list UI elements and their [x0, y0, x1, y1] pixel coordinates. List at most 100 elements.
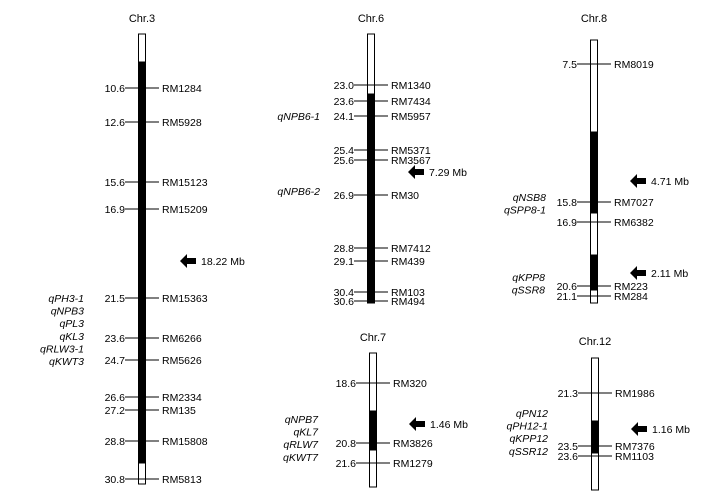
chr-3-qtl-label: qKWT3	[49, 356, 84, 368]
chr-6-marker-name: RM30	[391, 190, 419, 202]
chr-3-qtl-label: qPH3-1	[48, 293, 84, 305]
chr-6-title: Chr.6	[358, 13, 384, 25]
chr-8-marker-position: 15.8	[557, 197, 578, 209]
chr-3-marker-position: 30.8	[105, 474, 126, 486]
chr-8-qtl-label: qSSR8	[512, 285, 545, 297]
chr-3-marker-position: 10.6	[105, 83, 126, 95]
chr-8-arrow-icon	[630, 174, 646, 188]
chr-3-marker-name: RM15808	[162, 436, 208, 448]
chr-6-marker-position: 25.6	[334, 155, 355, 167]
chr-12-marker-name: RM7376	[615, 441, 655, 453]
chr-3-marker-name: RM5813	[162, 474, 202, 486]
chr-12-marker-position: 23.6	[558, 451, 579, 463]
chr-3-marker-position: 27.2	[105, 405, 126, 417]
chr-3-marker-name: RM15363	[162, 293, 208, 305]
chr-12-qtl-label: qKPP12	[509, 433, 548, 445]
chr-3-qtl-label: qNPB3	[51, 306, 84, 318]
chr-8-qtl-label: qNSB8	[513, 192, 546, 204]
chr-12-qtl-label: qSSR12	[509, 446, 548, 458]
chr-6-marker-name: RM439	[391, 256, 425, 268]
chr-8-marker-name: RM8019	[614, 59, 654, 71]
chr-8-qtl-region-1	[590, 131, 598, 214]
chr-3-title: Chr.3	[129, 13, 155, 25]
chr-3-marker-name: RM15123	[162, 177, 208, 189]
chr-7-title: Chr.7	[360, 332, 386, 344]
chr-7-qtl-label: qRLW7	[283, 439, 319, 451]
chr-8-marker-name: RM223	[614, 281, 648, 293]
chr-8-marker-position: 16.9	[557, 217, 578, 229]
chr-6-interval-size: 7.29 Mb	[429, 167, 467, 179]
chr-12-marker-position: 23.5	[558, 441, 579, 453]
chr-8-marker-name: RM7027	[614, 197, 654, 209]
chr-8-marker-name: RM6382	[614, 217, 654, 229]
chr-12-marker-position: 21.3	[558, 388, 579, 400]
chr-3-marker-position: 15.6	[105, 177, 126, 189]
chr-6-marker-name: RM494	[391, 296, 425, 308]
chr-6-marker-position: 26.9	[334, 190, 355, 202]
chr-7-qtl-label: qKWT7	[283, 452, 319, 464]
chr-6-marker-position: 23.6	[334, 96, 355, 108]
chr-6-arrow-icon	[408, 165, 424, 179]
chr-7-interval-size: 1.46 Mb	[430, 419, 468, 431]
chr-7-marker-position: 21.6	[336, 458, 357, 470]
chr-3-qtl-label: qRLW3-1	[40, 343, 84, 355]
chr-3-marker-position: 24.7	[105, 355, 126, 367]
chr-3-marker-position: 23.6	[105, 333, 126, 345]
chr-7-arrow-icon	[409, 417, 425, 431]
chr-6-marker-name: RM5371	[391, 145, 431, 157]
chr-3-marker-name: RM1284	[162, 83, 202, 95]
chr-6-marker-position: 30.6	[334, 296, 355, 308]
chr-8-title: Chr.8	[581, 13, 607, 25]
chr-7-qtl-label: qNPB7	[285, 414, 319, 426]
chr-3-marker-position: 26.6	[105, 392, 126, 404]
chr-12-interval-size: 1.16 Mb	[652, 424, 690, 436]
chr-8-marker-position: 7.5	[562, 59, 577, 71]
chr-3-marker-name: RM2334	[162, 392, 202, 404]
chr-8-interval-size: 4.71 Mb	[651, 176, 689, 188]
chr-3-qtl-region-1	[138, 61, 146, 464]
chr-6-marker-position: 25.4	[334, 145, 355, 157]
chr-6-marker-name: RM5957	[391, 111, 431, 123]
chr-6-qtl-label: qNPB6-1	[277, 111, 320, 123]
chr-3-arrow-icon	[180, 254, 196, 268]
chr-3-marker-name: RM5626	[162, 355, 202, 367]
chr-3-marker-name: RM6266	[162, 333, 202, 345]
chr-8-marker-name: RM284	[614, 291, 648, 303]
chr-7-qtl-label: qKL7	[293, 427, 319, 439]
chr-6-marker-position: 28.8	[334, 243, 355, 255]
chr-7-marker-name: RM320	[393, 378, 427, 390]
chr-6-marker-position: 24.1	[334, 111, 355, 123]
chr-8-marker-position: 20.6	[557, 281, 578, 293]
chr-6-qtl-region-1	[367, 93, 375, 304]
chr-8-arrow-icon	[630, 266, 646, 280]
chr-6-qtl-label: qNPB6-2	[277, 186, 320, 198]
chr-8-qtl-label: qSPP8-1	[504, 205, 546, 217]
chr-12-qtl-label: qPN12	[516, 408, 548, 420]
chr-7-marker-name: RM1279	[393, 458, 433, 470]
chr-3-marker-name: RM5928	[162, 117, 202, 129]
chr-6-marker-position: 23.0	[334, 80, 355, 92]
chr-3-interval-size: 18.22 Mb	[201, 256, 245, 268]
chr-3-qtl-label: qPL3	[59, 318, 84, 330]
chr-3-marker-position: 21.5	[105, 293, 126, 305]
chr-6-marker-name: RM103	[391, 287, 425, 299]
chr-8-interval-size: 2.11 Mb	[651, 268, 688, 280]
chr-12-marker-name: RM1103	[615, 451, 654, 463]
chr-6-marker-name: RM3567	[391, 155, 431, 167]
chr-6-marker-position: 30.4	[334, 287, 355, 299]
chr-7-marker-position: 20.8	[336, 438, 357, 450]
chr-3-marker-position: 12.6	[105, 117, 126, 129]
chr-12-marker-name: RM1986	[615, 388, 655, 400]
chr-3-qtl-label: qKL3	[59, 331, 84, 343]
chr-3-marker-position: 28.8	[105, 436, 126, 448]
chr-8-qtl-region-2	[590, 254, 598, 291]
chr-6-marker-name: RM7434	[391, 96, 431, 108]
chr-8-marker-position: 21.1	[557, 291, 578, 303]
chr-3-marker-name: RM135	[162, 405, 196, 417]
